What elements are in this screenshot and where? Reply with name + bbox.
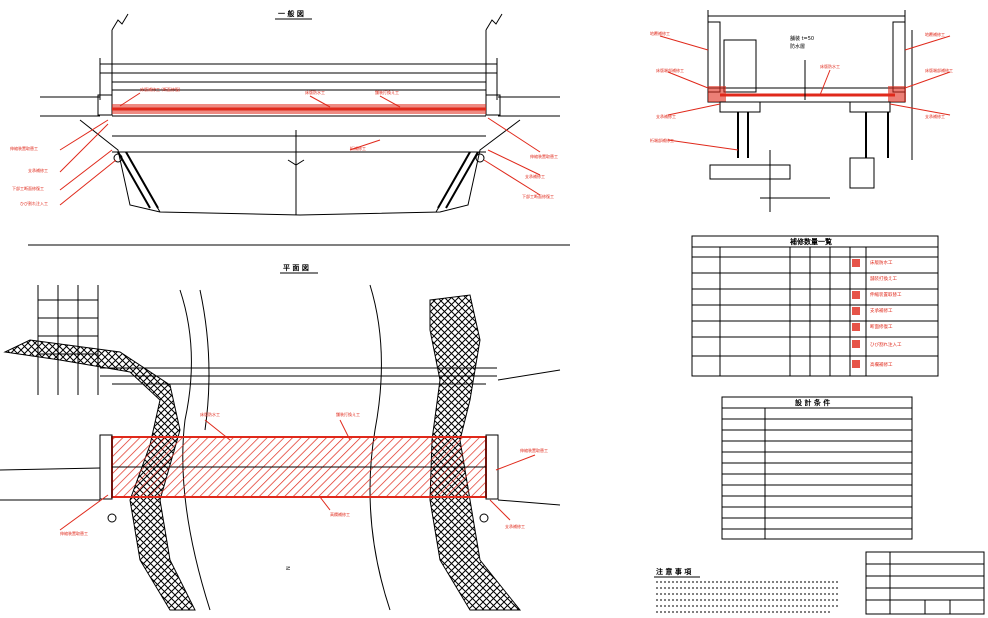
repair-quantity-table: 補修数量一覧 床版防水工 舗装打換え工 伸縮装置取替工 支承補修工 断面修復工 …	[691, 235, 939, 377]
svg-text:支承補修工: 支承補修工	[525, 173, 545, 179]
repair-table-title: 補修数量一覧	[789, 237, 832, 246]
svg-text:床版補修工 (断面修復): 床版補修工 (断面修復)	[140, 86, 181, 92]
elevation-title: 一 般 図	[278, 9, 304, 18]
title-block	[865, 551, 985, 615]
svg-text:床版端部補修工: 床版端部補修工	[925, 67, 953, 73]
svg-text:床版防水工: 床版防水工	[305, 89, 325, 95]
svg-text:支承補修工: 支承補修工	[925, 113, 945, 119]
svg-text:舗装 t=50: 舗装 t=50	[790, 35, 814, 42]
svg-text:床版防水工: 床版防水工	[870, 259, 893, 266]
svg-text:伸縮装置取替工: 伸縮装置取替工	[520, 447, 548, 453]
svg-text:舗装打換え工: 舗装打換え工	[375, 89, 399, 95]
svg-text:下部工断面修復工: 下部工断面修復工	[12, 185, 44, 191]
svg-text:防水層: 防水層	[790, 43, 805, 50]
notes-title: 注 意 事 項	[656, 567, 692, 576]
svg-text:桁端部補修工: 桁端部補修工	[650, 137, 674, 143]
svg-text:舗装打換え工: 舗装打換え工	[870, 275, 897, 282]
svg-text:支承補修工: 支承補修工	[28, 167, 48, 173]
svg-text:伸縮装置取替工: 伸縮装置取替工	[60, 530, 88, 536]
spec-table-title: 設 計 条 件	[795, 398, 830, 407]
notes-block: 注 意 事 項	[654, 567, 838, 613]
svg-text:地覆補修工: 地覆補修工	[925, 31, 945, 37]
block-wall	[37, 285, 99, 395]
svg-text:ひび割れ注入工: ひび割れ注入工	[20, 200, 48, 206]
svg-text:断面修復工: 断面修復工	[870, 323, 893, 330]
plan-view: 平 面 図	[0, 263, 561, 611]
svg-text:ひび割れ注入工: ひび割れ注入工	[870, 341, 902, 348]
svg-text:下部工断面修復工: 下部工断面修復工	[522, 193, 554, 199]
cross-section-view: 地覆補修工 床版端部補修工 支承補修工 桁端部補修工 地覆補修工 床版端部補修工…	[650, 10, 953, 212]
svg-text:支承補修工: 支承補修工	[505, 523, 525, 529]
elevation-view: 一 般 図	[10, 9, 570, 246]
svg-text:伸縮装置取替工: 伸縮装置取替工	[870, 291, 902, 298]
svg-text:支承補修工: 支承補修工	[870, 307, 893, 314]
svg-text:床版防水工: 床版防水工	[820, 63, 840, 69]
design-conditions-table: 設 計 条 件	[721, 396, 913, 540]
plan-title: 平 面 図	[283, 263, 309, 272]
svg-text:床版防水工: 床版防水工	[200, 411, 220, 417]
svg-text:高欄補修工: 高欄補修工	[870, 361, 893, 368]
svg-text:伸縮装置取替工: 伸縮装置取替工	[10, 145, 38, 151]
svg-text:桁補修工: 桁補修工	[350, 145, 366, 151]
svg-text:N: N	[286, 566, 292, 570]
svg-text:床版端部補修工: 床版端部補修工	[656, 67, 684, 73]
svg-text:地覆補修工: 地覆補修工	[650, 30, 670, 36]
svg-text:高欄補修工: 高欄補修工	[330, 511, 350, 517]
svg-text:舗装打換え工: 舗装打換え工	[336, 411, 360, 417]
svg-text:支承補修工: 支承補修工	[656, 113, 676, 119]
svg-text:伸縮装置取替工: 伸縮装置取替工	[530, 153, 558, 159]
